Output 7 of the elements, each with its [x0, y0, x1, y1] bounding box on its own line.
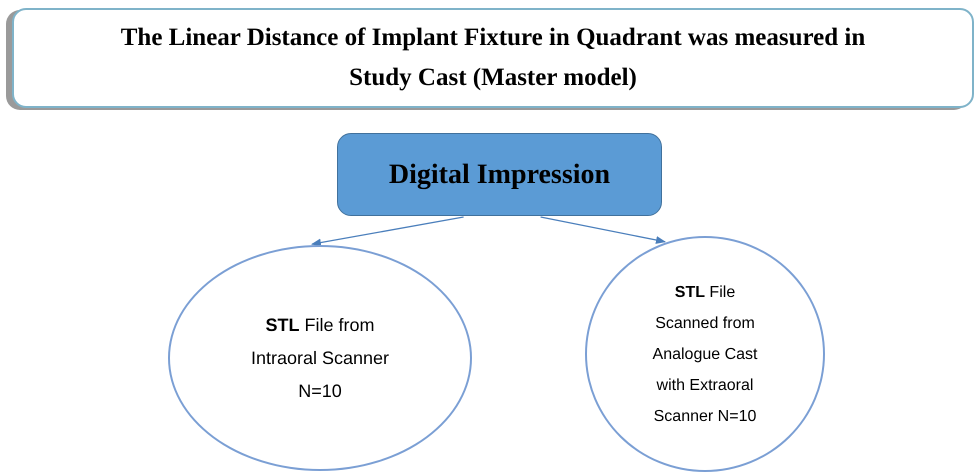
node-text: STL File Scanned from Analogue Cast with Extraoral Scanner N=10	[652, 282, 758, 426]
node-text: Digital Impression	[388, 158, 610, 192]
node-text: The Linear Distance of Implant Fixture in Quadrant was measured in Study Cast (Master model)	[120, 23, 866, 93]
arrow	[311, 216, 464, 246]
arrow	[540, 216, 666, 244]
process-box	[337, 133, 662, 216]
node-text: STL File from Intraoral Scanner N=10	[250, 314, 390, 402]
